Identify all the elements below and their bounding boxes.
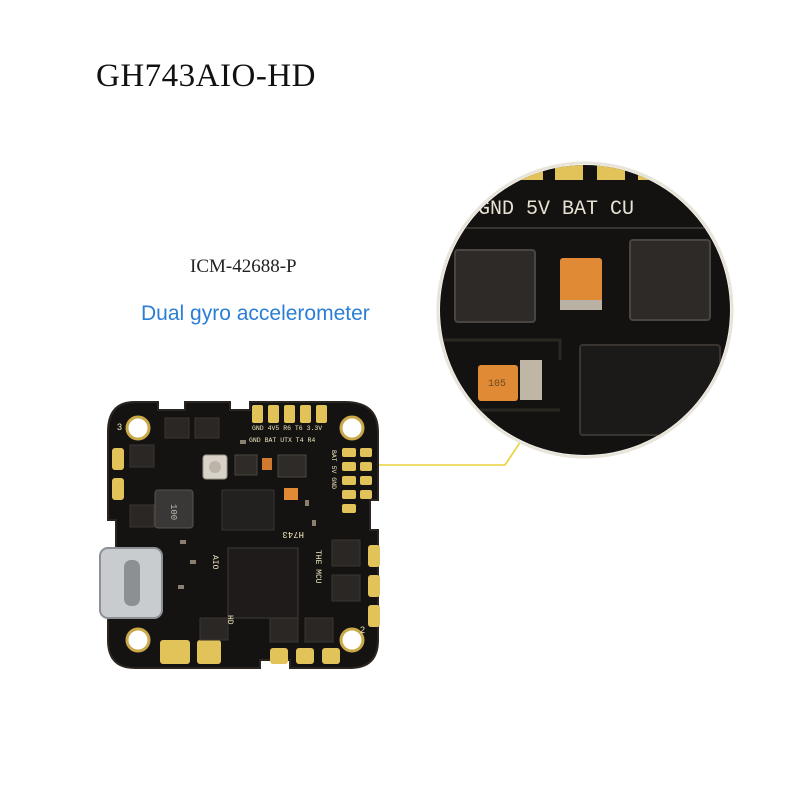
top-pads [252,405,327,423]
mosfets [129,417,361,643]
mcu-label: THE MCU [313,550,322,584]
top-pad-labels: GND 4V5 R6 T6 3.3V [252,425,322,432]
gyro-chip-b [277,454,307,478]
chip-name-label: ICM-42688-P [190,256,297,277]
zoom-cap-label: 105 [488,379,506,390]
second-row-labels: GND BAT UTX T4 R4 [249,437,315,444]
mount-hole [125,627,151,653]
usb-c-opening [124,560,140,606]
mount-hole [339,415,365,441]
mount-hole [339,627,365,653]
corner-label-3: 3 [117,422,122,432]
product-title: GH743AIO-HD [96,58,316,94]
gyro-chip-a [234,454,258,476]
zoom-pad-labels: GND 5V BAT CU [478,198,634,221]
hd-label: HD [225,615,234,625]
mcu-chip [227,547,299,619]
corner-label-2: 2 [360,625,365,635]
side-labels: BAT 5V GND [330,450,337,489]
mount-hole [125,415,151,441]
passives [178,440,316,589]
model-label: H743 [282,529,304,539]
osd-chip [221,489,275,531]
boot-button-cap [209,461,221,473]
zoom-detail: GND 5V BAT CU 105 [436,161,734,459]
aio-label: AIO [210,555,219,570]
tantalum-cap [262,458,272,470]
chip-description-label: Dual gyro accelerometer [141,302,370,325]
inductor-label: 100 [168,504,178,520]
right-pads [342,448,372,513]
tantalum-cap [284,488,298,500]
inductor [154,489,194,529]
flight-controller-board: GND 4V5 R6 T6 3.3V GND BAT UTX T4 R4 BAT… [99,401,380,669]
